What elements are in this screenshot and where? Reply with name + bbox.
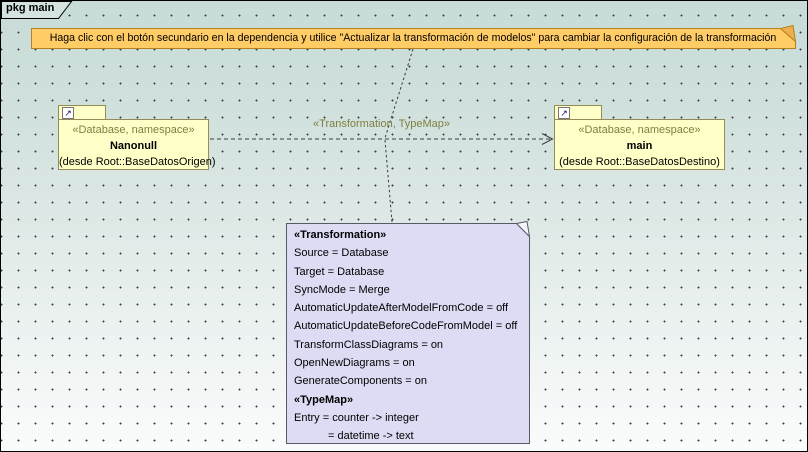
- source-database-tab[interactable]: ↗: [58, 105, 106, 120]
- frame-label-tab[interactable]: [1, 1, 73, 19]
- note-property: Source = Database: [294, 247, 389, 260]
- note-property: SyncMode = Merge: [294, 283, 390, 296]
- dependency-stereotype-label[interactable]: «Transformation, TypeMap»: [313, 118, 450, 130]
- target-database-element[interactable]: «Database, namespace» main (desde Root::…: [554, 119, 725, 170]
- target-database-tab[interactable]: ↗: [554, 105, 602, 120]
- dependency-arrow[interactable]: [210, 133, 554, 145]
- note-anchor-line[interactable]: [384, 139, 393, 223]
- transformation-note-fold-corner: [515, 220, 531, 238]
- note-property: AutomaticUpdateBeforeCodeFromModel = off: [294, 320, 518, 333]
- source-database-name: Nanonull: [109, 140, 158, 152]
- note-property: OpenNewDiagrams = on: [294, 357, 415, 370]
- banner-note-fold-corner: [779, 24, 797, 43]
- note-property: GenerateComponents = on: [294, 375, 428, 388]
- frame-label[interactable]: pkg main: [6, 2, 55, 14]
- banner-note-shape[interactable]: [31, 24, 797, 49]
- note-property: Entry = counter -> integer: [294, 411, 419, 424]
- dependency-arrowhead: [541, 133, 554, 145]
- banner-note-body[interactable]: [31, 28, 796, 49]
- transformation-note-shape[interactable]: [286, 220, 531, 444]
- banner-note-text: Haga clic con el botón secundario en la …: [49, 32, 777, 44]
- target-database-name: main: [626, 140, 653, 152]
- transformation-note-content: «Transformation» Source = Database Targe…: [294, 226, 524, 446]
- source-database-location: (desde Root::BaseDatosOrigen): [59, 156, 216, 168]
- link-arrow-icon[interactable]: ↗: [62, 107, 74, 119]
- source-database-stereotype: «Database, namespace»: [72, 124, 195, 136]
- note-stereotype-typemap: «TypeMap»: [294, 393, 354, 406]
- banner-anchor-line[interactable]: [384, 48, 414, 139]
- source-database-element[interactable]: «Database, namespace» Nanonull (desde Ro…: [58, 119, 216, 170]
- note-property: TransformClassDiagrams = on: [294, 338, 444, 351]
- note-property: = datetime -> text: [328, 430, 414, 443]
- note-stereotype-transformation: «Transformation»: [294, 229, 387, 241]
- link-arrow-icon[interactable]: ↗: [558, 107, 570, 119]
- transformation-note-body[interactable]: [286, 223, 530, 444]
- note-property: AutomaticUpdateAfterModelFromCode = off: [294, 302, 509, 315]
- target-database-location: (desde Root::BaseDatosDestino): [559, 156, 720, 168]
- target-database-stereotype: «Database, namespace»: [578, 124, 701, 136]
- note-property: Target = Database: [294, 265, 385, 278]
